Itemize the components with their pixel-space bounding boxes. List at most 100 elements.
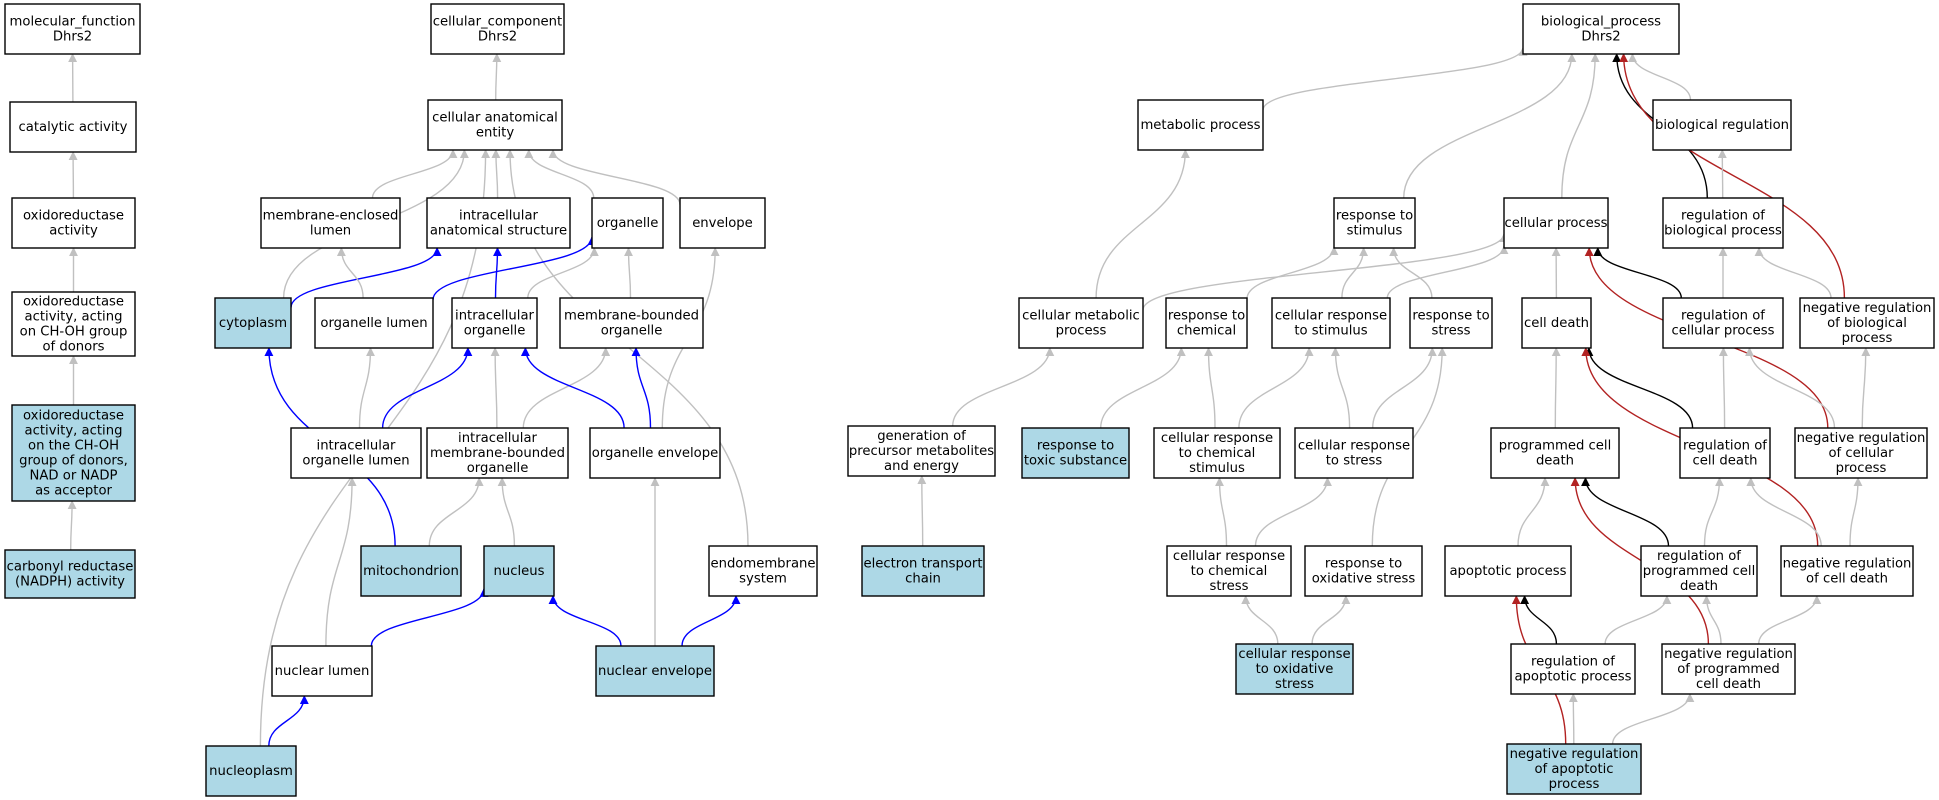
term-label-line: generation of [877,429,966,444]
term-label-line: response to [1325,557,1402,572]
term-label-line: of cell death [1806,572,1888,587]
term-label-line: nuclear lumen [275,664,370,679]
term-label-line: oxidoreductase [23,295,124,310]
term-label-line: negative regulation [1797,431,1926,446]
term-label-line: cellular response [1238,647,1350,662]
edge-crcs-to-crstim [1238,347,1314,429]
edge-ias-to-cae [491,149,501,199]
term-box [1679,427,1771,479]
term-node-cdeath[interactable]: cell death [1521,297,1592,349]
term-node-orgl[interactable]: organelle lumen [314,297,434,349]
term-box [595,645,715,697]
term-label-line: response to [1336,209,1413,224]
term-box [426,197,571,249]
term-node-nenv[interactable]: nuclear envelope [595,645,715,697]
term-node-env[interactable]: envelope [679,197,766,249]
term-label-line: response to [1037,439,1114,454]
term-node-mito[interactable]: mitochondrion [360,545,462,597]
edge-oenv-to-mbo [631,347,652,429]
edge-apop-to-pcd [1517,477,1550,547]
term-label-line: organelle [597,216,659,231]
term-label-line: Dhrs2 [53,30,92,45]
term-node-nlum[interactable]: nuclear lumen [271,645,373,697]
term-label-line: and energy [884,459,959,474]
term-label-line: stimulus [1189,461,1245,476]
term-node-cyto[interactable]: cytoplasm [214,297,292,349]
edge-mel-to-cae [371,149,458,199]
term-label-line: negative regulation [1510,747,1639,762]
term-node-org[interactable]: organelle [591,197,664,249]
term-node-cat[interactable]: catalytic activity [9,101,137,153]
term-box [1018,297,1144,349]
term-node-apop[interactable]: apoptotic process [1444,545,1572,597]
term-box [847,425,996,477]
term-box [1661,643,1796,695]
term-box [360,545,462,597]
term-node-carb[interactable]: carbonyl reductase(NADPH) activity [4,549,136,599]
term-node-nplasm[interactable]: nucleoplasm [205,745,297,797]
term-label-line: carbonyl reductase [7,560,134,575]
term-node-oenv[interactable]: organelle envelope [589,427,721,479]
term-box [1662,197,1784,249]
term-node-mp[interactable]: metabolic process [1137,99,1264,151]
edge-nenv-to-ems [681,595,741,647]
term-box [11,197,136,249]
term-node-nuc[interactable]: nucleus [483,545,555,597]
term-label-line: activity, acting [25,310,123,325]
term-node-cp[interactable]: cellular process [1503,197,1609,249]
term-label-line: regulation of [1683,439,1767,454]
term-label-line: stress [1431,324,1470,339]
edge-cmp-to-mp [1095,149,1190,299]
edge-nrcp-to-nrbp [1861,347,1871,429]
term-label-line: NAD or NADP [30,469,118,484]
edge-crcs-to-rchem [1204,347,1216,429]
edge-imbo-to-mbo [522,347,611,429]
term-box [559,297,704,349]
edge-nuc-to-imbo [497,477,516,547]
term-node-breg[interactable]: biological regulation [1652,99,1792,151]
term-label-line: stimulus [1347,224,1403,239]
term-label-line: response to [1412,309,1489,324]
term-label-line: negative regulation [1783,557,1912,572]
term-label-line: precursor metabolites [849,444,994,459]
